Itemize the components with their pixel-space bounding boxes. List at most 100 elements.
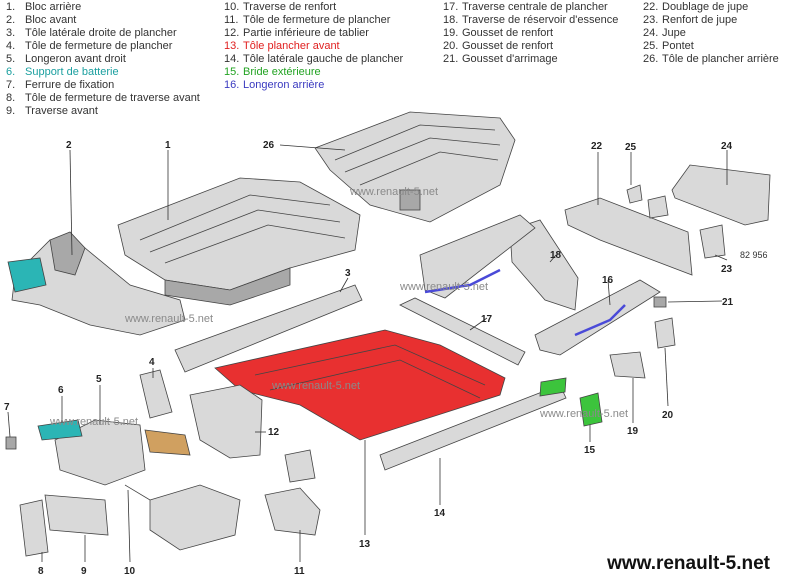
legend-label: Gousset de renfort bbox=[462, 27, 554, 39]
callout-17: 17 bbox=[481, 314, 493, 325]
legend-number: 20. bbox=[443, 40, 459, 52]
part-18-tank-crossmember bbox=[509, 219, 579, 311]
callout-6: 6 bbox=[58, 385, 64, 396]
legend-label: Traverse de réservoir d'essence bbox=[462, 14, 619, 26]
callout-16: 16 bbox=[602, 275, 614, 286]
watermark-6: www.renault-5.net bbox=[49, 416, 138, 428]
part-front-left-rail-lower bbox=[149, 484, 241, 551]
part-12-lower-bulkhead bbox=[189, 384, 263, 459]
part-20-gusset bbox=[654, 317, 676, 349]
part-19-gusset bbox=[609, 351, 646, 379]
legend-label: Gousset d'arrimage bbox=[462, 53, 558, 65]
legend-item-11: 11.Tôle de fermeture de plancher bbox=[224, 14, 403, 27]
part-3-right-sill bbox=[174, 284, 363, 373]
legend-number: 1. bbox=[6, 1, 16, 13]
callout-19: 19 bbox=[627, 426, 639, 437]
watermark-1: www.renault-5.net bbox=[349, 186, 438, 198]
legend-item-6: 6.Support de batterie bbox=[6, 66, 200, 79]
callout-2: 2 bbox=[66, 140, 72, 151]
callout-4: 4 bbox=[149, 357, 155, 368]
part-16-rear-rail-right bbox=[534, 279, 661, 356]
legend-item-1: 1. Bloc arrière bbox=[6, 1, 200, 14]
callout-1: 1 bbox=[165, 140, 171, 151]
legend-label: Tôle de fermeture de plancher bbox=[25, 40, 173, 52]
legend-item-23: 23.Renfort de jupe bbox=[643, 14, 779, 27]
callout-11: 11 bbox=[294, 566, 305, 577]
legend-item-26: 26.Tôle de plancher arrière bbox=[643, 53, 779, 66]
part-21-tie-down-gusset bbox=[653, 296, 667, 308]
legend-item-13: 13.Tôle plancher avant bbox=[224, 40, 403, 53]
legend-number: 16. bbox=[224, 79, 240, 91]
legend-label: Traverse centrale de plancher bbox=[462, 1, 608, 13]
legend-item-22: 22.Doublage de jupe bbox=[643, 1, 779, 14]
callout-13: 13 bbox=[359, 539, 371, 550]
callout-18: 18 bbox=[550, 250, 562, 261]
legend-label: Longeron avant droit bbox=[25, 53, 126, 65]
legend-item-19: 19.Gousset de renfort bbox=[443, 27, 618, 40]
legend-item-17: 17.Traverse centrale de plancher bbox=[443, 1, 618, 14]
part-23-skirt-reinforcement bbox=[699, 224, 726, 259]
legend-number: 10. bbox=[224, 1, 240, 13]
legend-label: Traverse avant bbox=[25, 105, 98, 117]
legend-label: Bloc arrière bbox=[25, 1, 82, 13]
legend-label: Jupe bbox=[662, 27, 686, 39]
legend-label: Tôle latérale droite de plancher bbox=[25, 27, 177, 39]
legend-item-4: 4. Tôle de fermeture de plancher bbox=[6, 40, 200, 53]
legend-label: Tôle latérale gauche de plancher bbox=[243, 53, 404, 65]
legend-number: 4. bbox=[6, 40, 16, 52]
callout-23: 23 bbox=[721, 264, 733, 275]
part-25-bridge bbox=[626, 184, 669, 219]
legend-number: 17. bbox=[443, 1, 459, 13]
legend-number: 7. bbox=[6, 79, 16, 91]
legend-label: Gousset de renfort bbox=[462, 40, 554, 52]
callout-7: 7 bbox=[4, 402, 10, 413]
legend-label: Doublage de jupe bbox=[662, 1, 749, 13]
callout-10: 10 bbox=[124, 566, 136, 577]
callout-26: 26 bbox=[263, 140, 275, 151]
legend-label: Pontet bbox=[662, 40, 694, 52]
part-13-front-floor bbox=[214, 329, 506, 441]
legend-number: 3. bbox=[6, 27, 16, 39]
part-9-front-crossmember bbox=[44, 494, 109, 536]
legend-label: Renfort de jupe bbox=[662, 14, 738, 26]
legend-item-20: 20.Gousset de renfort bbox=[443, 40, 618, 53]
legend-item-12: 12.Partie inférieure de tablier bbox=[224, 27, 403, 40]
callout-20: 20 bbox=[662, 410, 674, 421]
legend-number: 2. bbox=[6, 14, 16, 26]
part-4-floor-closing-plate bbox=[139, 369, 173, 419]
legend-number: 12. bbox=[224, 27, 240, 39]
legend-item-21: 21.Gousset d'arrimage bbox=[443, 53, 618, 66]
leader-lines bbox=[7, 144, 728, 563]
legend-number: 22. bbox=[643, 1, 659, 13]
legend-label: Tôle plancher avant bbox=[243, 40, 340, 52]
part-1-rear-block bbox=[117, 177, 361, 306]
legend-item-14: 14.Tôle latérale gauche de plancher bbox=[224, 53, 403, 66]
legend-label: Tôle de fermeture de plancher bbox=[243, 14, 391, 26]
legend-item-16: 16.Longeron arrière bbox=[224, 79, 403, 92]
legend-item-3: 3. Tôle latérale droite de plancher bbox=[6, 27, 200, 40]
legend-item-2: 2.Bloc avant bbox=[6, 14, 200, 27]
legend-number: 13. bbox=[224, 40, 240, 52]
part-6-battery-support-top bbox=[7, 257, 47, 293]
legend-item-24: 24.Jupe bbox=[643, 27, 779, 40]
part-bracket-near-4 bbox=[144, 429, 191, 456]
callout-5: 5 bbox=[96, 374, 102, 385]
legend-number: 5. bbox=[6, 53, 16, 65]
part-6-battery-support bbox=[37, 419, 83, 441]
callout-9: 9 bbox=[81, 566, 87, 577]
legend-number: 8. bbox=[6, 92, 16, 104]
part-8-crossmember-closing-plate bbox=[19, 499, 49, 557]
callout-3: 3 bbox=[345, 268, 351, 279]
part-11-floor-closing-plate bbox=[264, 449, 321, 536]
part-7-fixing-bracket bbox=[5, 436, 17, 450]
legend-number: 15. bbox=[224, 66, 240, 78]
callout-22: 22 bbox=[591, 141, 603, 152]
legend-number: 25. bbox=[643, 40, 659, 52]
watermark-3: www.renault-5.net bbox=[124, 313, 213, 325]
legend-item-8: 8.Tôle de fermeture de traverse avant bbox=[6, 92, 200, 105]
part-22-skirt-doubler bbox=[564, 197, 693, 276]
